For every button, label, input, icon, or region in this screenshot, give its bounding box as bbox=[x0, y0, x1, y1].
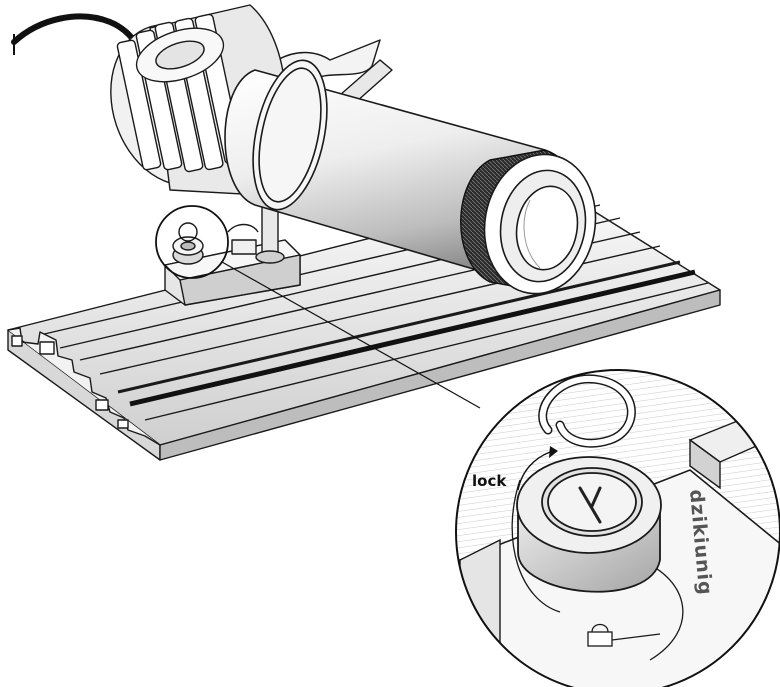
lock-symbol-icon bbox=[587, 623, 613, 647]
lens-aperture bbox=[483, 153, 597, 295]
detail-leader-line bbox=[221, 261, 481, 409]
rail-carrier bbox=[164, 194, 301, 306]
lock-label: lock bbox=[472, 472, 507, 490]
lock-arrow-icon bbox=[517, 446, 558, 491]
lock-knob[interactable] bbox=[516, 456, 662, 593]
zoom-detail: dzikiunig lock bbox=[455, 369, 780, 687]
detail-callout-circle bbox=[155, 205, 229, 279]
